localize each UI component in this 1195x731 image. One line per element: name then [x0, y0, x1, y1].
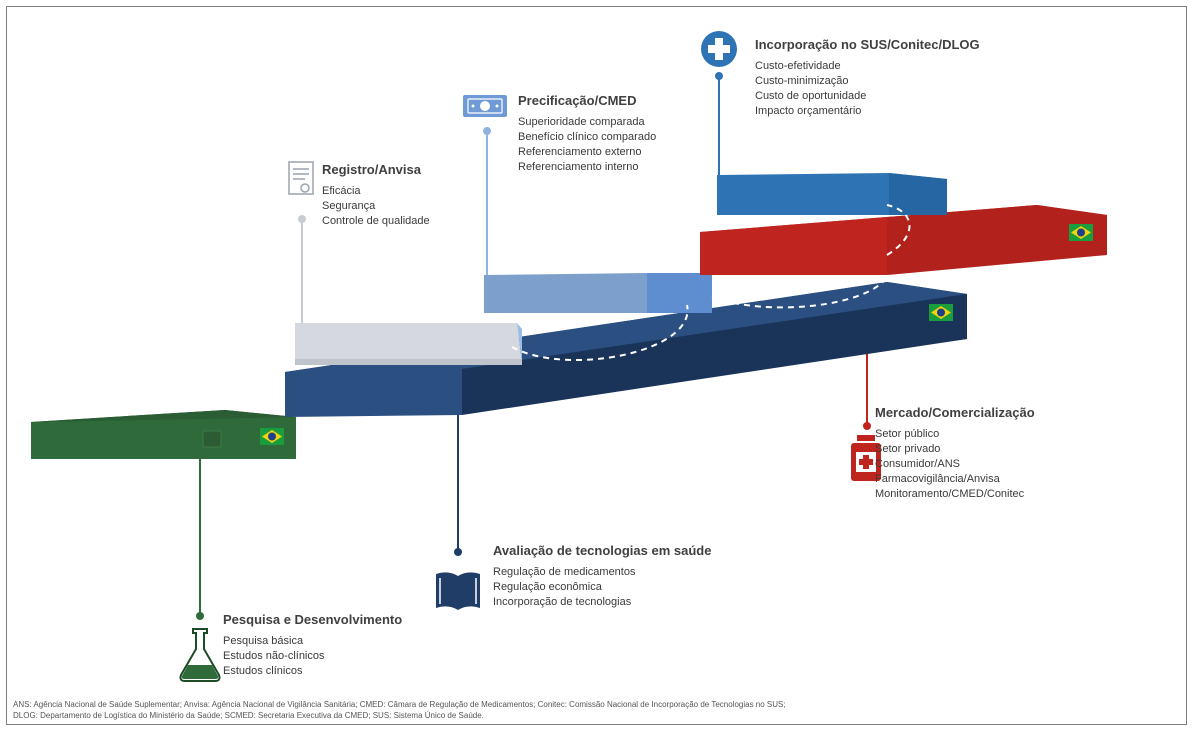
- list-item: Monitoramento/CMED/Conitec: [875, 488, 1025, 500]
- stage-incorporacao-title: Incorporação no SUS/Conitec/DLOG: [755, 37, 980, 52]
- list-item: Regulação econômica: [493, 581, 602, 593]
- platform-precificacao: [484, 273, 712, 313]
- connector-dot-precificacao: [483, 127, 491, 135]
- stage-avaliacao-title: Avaliação de tecnologias em saúde: [493, 543, 712, 558]
- book-icon: [436, 572, 480, 610]
- list-item: Setor privado: [875, 443, 941, 455]
- list-item: Estudos não-clínicos: [223, 650, 325, 662]
- figure-frame: Incorporação no SUS/Conitec/DLOG Custo-e…: [6, 6, 1187, 725]
- money-icon: [463, 95, 507, 117]
- list-item: Superioridade comparada: [518, 116, 645, 128]
- list-item: Pesquisa básica: [223, 635, 304, 647]
- list-item: Referenciamento externo: [518, 146, 642, 158]
- list-item: Consumidor/ANS: [875, 458, 960, 470]
- brazil-flag-icon: [929, 304, 953, 321]
- list-item: Regulação de medicamentos: [493, 566, 636, 578]
- brazil-flag-icon: [260, 428, 284, 445]
- certificate-icon: [288, 161, 314, 195]
- plus-circle-icon: [701, 31, 737, 67]
- list-item: Impacto orçamentário: [755, 105, 862, 117]
- stage-pesquisa-title: Pesquisa e Desenvolvimento: [223, 612, 403, 627]
- stage-incorporacao: Incorporação no SUS/Conitec/DLOG Custo-e…: [755, 37, 980, 119]
- list-item: Custo-minimização: [755, 75, 849, 87]
- platform-avaliacao: [285, 282, 967, 417]
- stage-registro: Registro/Anvisa Eficácia Segurança Contr…: [322, 162, 430, 229]
- connector-dot-mercado: [863, 422, 871, 430]
- list-item: Farmacovigilância/Anvisa: [875, 473, 1000, 485]
- platform-diagram: [31, 31, 1107, 682]
- stage-registro-title: Registro/Anvisa: [322, 162, 421, 177]
- connector-dot-pesquisa: [196, 612, 204, 620]
- connector-dot-registro: [298, 215, 306, 223]
- list-item: Custo-efetividade: [755, 60, 841, 72]
- medicine-bottle-icon: [851, 435, 881, 481]
- stage-mercado: Mercado/Comercialização Setor público Se…: [875, 405, 1035, 502]
- stage-avaliacao: Avaliação de tecnologias em saúde Regula…: [493, 543, 711, 610]
- list-item: Controle de qualidade: [322, 215, 430, 227]
- connector-dot-incorporacao: [715, 72, 723, 80]
- brazil-flag-icon: [1069, 224, 1093, 241]
- platform-pesquisa: [31, 410, 296, 459]
- connector-dot-avaliacao: [454, 548, 462, 556]
- platform-incorporacao: [717, 173, 947, 215]
- stage-mercado-title: Mercado/Comercialização: [875, 405, 1035, 420]
- list-item: Setor público: [875, 428, 940, 440]
- list-item: Referenciamento interno: [518, 161, 639, 173]
- stage-precificacao: Precificação/CMED Superioridade comparad…: [518, 93, 656, 175]
- stage-pesquisa: Pesquisa e Desenvolvimento Pesquisa bási…: [223, 612, 402, 679]
- list-item: Estudos clínicos: [223, 665, 303, 677]
- footnote-line: ANS: Agência Nacional de Saúde Suplement…: [13, 700, 786, 709]
- footnote: ANS: Agência Nacional de Saúde Suplement…: [13, 699, 1183, 721]
- list-item: Eficácia: [322, 185, 361, 197]
- list-item: Custo de oportunidade: [755, 90, 867, 102]
- flask-icon: [179, 628, 221, 682]
- stage-precificacao-title: Precificação/CMED: [518, 93, 637, 108]
- list-item: Benefício clínico comparado: [518, 131, 657, 143]
- platform-registro: [295, 323, 522, 365]
- list-item: Segurança: [322, 200, 376, 212]
- footnote-line: DLOG: Departamento de Logística do Minis…: [13, 711, 484, 720]
- flow-arrows: [511, 204, 911, 362]
- list-item: Incorporação de tecnologias: [493, 596, 632, 608]
